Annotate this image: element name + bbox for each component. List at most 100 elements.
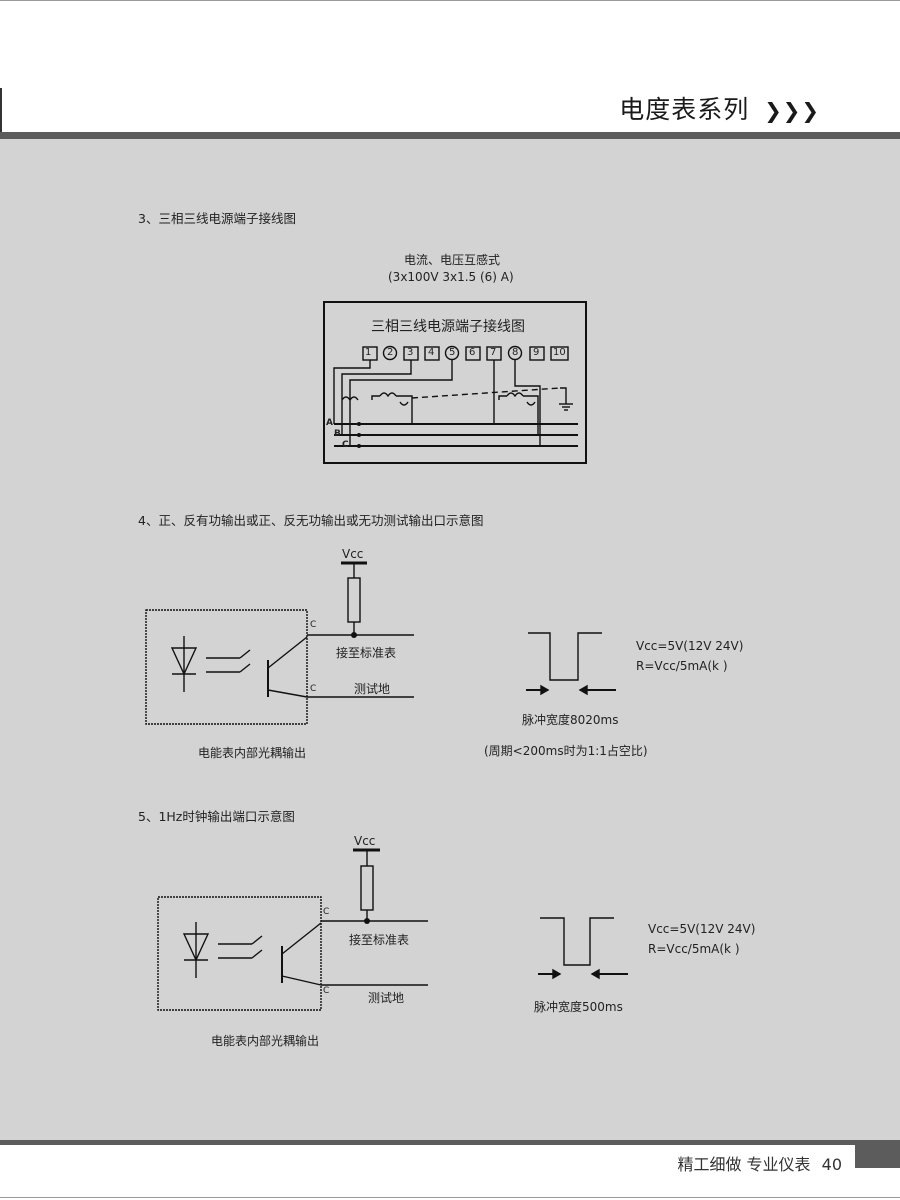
s5-light-arrow1-head [251,935,263,945]
s5-transistor-collector [281,922,322,955]
s5-optocoupler-box [157,896,322,1011]
s5-junction-dot [364,918,370,924]
wiring-box-title: 三相三线电源端子接线图 [371,319,525,335]
s4-junction-dot [351,632,357,638]
s4-arrowhead-left [540,684,550,696]
s5-test-ground-label: 测试地 [368,991,405,1005]
s4-light-arrow1-head [239,649,251,659]
terminal-10-box [550,346,569,361]
s5-spec-line2: R=Vcc/5mA(k ) [648,942,740,956]
terminal-2-circle [382,345,398,361]
terminal-label-3: 3 [407,347,414,358]
terminal-label-4: 4 [428,347,435,358]
ct2-left [498,395,507,400]
top-border-line [0,0,900,1]
ct1-right [396,395,413,424]
s4-resistor [347,577,361,623]
s5-spec-line1: Vcc=5V(12V 24V) [648,922,756,936]
page-header-title: 电度表系列 ❯❯❯ [619,90,820,126]
corner-tick-mark [0,88,2,134]
s5-transistor-emitter [281,975,322,986]
s4-internal-output-caption: 电能表内部光耦输出 [198,746,307,760]
wiring-diagram-frame [323,301,587,464]
feeder-t3 [341,360,412,435]
s4-arrowhead-right [578,684,588,696]
section3-subtitle-line1: 电流、电压互感式 [404,253,501,267]
terminal-5-circle [444,345,460,361]
ct2-right [523,395,539,435]
terminal-label-8: 8 [512,347,519,358]
s5-resistor [360,865,374,911]
s5-internal-output-caption: 电能表内部光耦输出 [211,1034,320,1048]
footer-caption: 精工细做 专业仪表 40 [677,1151,842,1175]
ct1-coil [379,392,397,398]
s5-pulse-waveform [540,917,614,966]
s4-terminal-c-top: C [310,620,317,630]
s4-vcc-label: Vcc [342,547,364,561]
s4-pulse-width-label: 脉冲宽度8020ms [522,713,619,727]
terminal-label-2: 2 [387,347,394,358]
content-panel [0,139,900,1140]
terminal-label-9: 9 [533,347,540,358]
terminal-label-7: 7 [490,347,497,358]
s4-transistor-collector [267,636,308,669]
voltage-coil-mark [341,396,359,402]
terminal-8-circle [507,345,523,361]
s4-spec-line2: R=Vcc/5mA(k ) [636,659,728,673]
section5-heading: 5、1Hz时钟输出端口示意图 [138,809,295,824]
s5-arrowhead-left [552,968,562,980]
footer-page-tab [855,1140,900,1168]
s5-light-arrow2-head [251,949,263,959]
header-divider-bar [0,132,900,139]
feeder-t5 [349,360,453,446]
phase-a-dot [357,422,361,426]
ct1-sec-coil [399,401,409,406]
ct2-coil [506,392,524,398]
footer-divider-bar [0,1140,900,1145]
section4-heading: 4、正、反有功输出或正、反无功输出或无功测试输出口示意图 [138,513,484,528]
page-number: 40 [821,1155,842,1174]
ct1-left [371,395,380,400]
phase-c-dot [357,444,361,448]
terminal-9-box [529,346,545,361]
s5-terminal-c-top: C [323,907,330,917]
s4-spec-line1: Vcc=5V(12V 24V) [636,639,744,653]
feeder-t8 [514,360,541,446]
phase-label-b: B [334,429,341,439]
phase-b-dot [357,433,361,437]
s4-diode-symbol [170,647,198,676]
footer-slogan: 精工细做 专业仪表 [677,1155,811,1174]
section3-subtitle-line2: (3x100V 3x1.5 (6) A) [388,270,514,284]
s5-vcc-label: Vcc [354,834,376,848]
s4-pulse-waveform [528,632,602,681]
ground-lead [560,387,567,404]
s5-terminal-c-bottom: C [323,986,330,996]
bottom-border-line [0,1197,900,1198]
terminal-6-box [465,346,481,361]
dashed-link-line [411,387,561,399]
s5-pulse-width-label: 脉冲宽度500ms [534,1000,623,1014]
s4-optocoupler-box [145,609,308,725]
ct2-sec-coil [526,401,536,406]
s4-test-ground-label: 测试地 [354,682,391,696]
feeder-t1 [333,360,371,424]
header-title-text: 电度表系列 [619,95,750,124]
phase-label-c: C [342,440,349,450]
s5-arrowhead-right [590,968,600,980]
s4-transistor-emitter [267,689,308,698]
terminal-label-5: 5 [449,347,456,358]
terminal-4-box [424,346,440,361]
terminal-label-1: 1 [365,347,372,358]
terminal-label-10: 10 [553,347,566,358]
terminal-label-6: 6 [469,347,476,358]
s4-period-note: (周期<200ms时为1:1占空比) [484,744,648,758]
phase-label-a: A [326,418,333,428]
s5-diode-symbol [182,933,210,962]
s4-to-standard-label: 接至标准表 [336,646,397,660]
s5-to-standard-label: 接至标准表 [349,933,410,947]
chevron-right-icon: ❯❯❯ [764,99,820,123]
section3-heading: 3、三相三线电源端子接线图 [138,211,296,226]
s4-terminal-c-bottom: C [310,684,317,694]
s4-light-arrow2-head [239,663,251,673]
